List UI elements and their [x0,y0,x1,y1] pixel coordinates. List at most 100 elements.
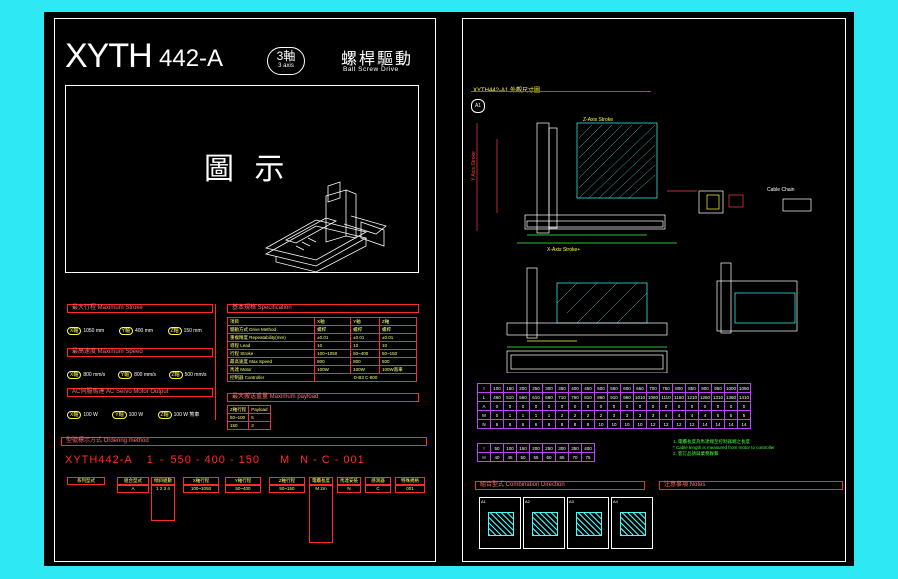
dim-cell: 6 [503,419,517,429]
order-dash: - [229,454,235,466]
drawing-canvas: XYTH 442-A 3軸 3 axis 螺桿驅動 Ball Screw Dri… [44,12,854,566]
motor-header: AC伺服馬達 AC Servo Motor Output [67,388,213,397]
order-x-stroke: 550 [170,454,192,466]
spec-cell: 馬達 Motor [226,365,316,374]
dim-header-cell: 500 [594,383,608,393]
dim-header-cell: 550 [607,383,621,393]
order-tilt: 1 [146,454,154,466]
dim-cell: 1110 [659,392,673,402]
max-stroke-header: 最大行程 Maximum Stroke [67,304,213,313]
speed-z-value: 500 mm/s [184,372,207,378]
order-z-stroke: 150 [238,454,260,466]
dim-header-cell: 750 [659,383,673,393]
order-special: 001 [343,454,365,466]
drive-subtitle: Ball Screw Drive [343,66,399,73]
dimension-drawing: Z-Axis Stroke X-Axis Stroke+ Cable Chain… [471,117,812,373]
notice-header: 注意事項 Notes [659,481,843,490]
dim-cell: 5 [737,410,751,420]
dim-cell: 0 [516,401,530,411]
dim-header-cell: 650 [633,383,647,393]
combination-header: 組合型式 Combination Direction [475,481,645,490]
axes-badge-sub: 3 axis [278,63,294,69]
spec-cell: 800 [314,357,352,366]
dim-cell: 0 [659,401,673,411]
spec-col-x: X軸 [314,317,352,326]
spec-cell: 50~150 [379,349,417,358]
combination-view-label: A1 [481,499,486,504]
speed-y-axis: Y軸 [117,371,133,379]
dim-cell: 14 [698,419,712,429]
drive-title: 螺桿驅動 [341,51,414,68]
dim-cell: 1160 [672,392,686,402]
table-row: X 100 150 200 250 300 350 400 450 500 55… [477,383,751,393]
title-underline [471,91,651,92]
dim-cell: 0 [542,401,556,411]
notes: 1. 電纜長度為馬達端至控制器端之長度 * Cable length is me… [673,439,775,457]
order-dash: - [195,454,201,466]
spec-cell: 螺桿 [350,325,381,334]
dim-cell: 1 [529,410,543,420]
order-sub-x: 100~1050 [183,485,219,493]
stroke-x-value: 1050 mm [83,328,105,334]
spec-cell: 500 [379,357,417,366]
speed-z-axis: Z軸 [168,371,183,379]
dim-cell: 1 [503,410,517,420]
dim-cell: 0 [685,401,699,411]
dim-header-cell: 450 [581,383,595,393]
spec-cell: 100~1050 [314,349,352,358]
order-sub-cable: M 2m [309,485,333,543]
dim-cell: 610 [529,392,543,402]
dim-cell: 1210 [685,392,699,402]
dim-cell: 710 [555,392,569,402]
dim-cell: 12 [685,419,699,429]
y-cell: 40 [490,452,504,462]
order-sub-y: 50~400 [225,485,261,493]
order-label-x: X軸行程 [183,477,219,485]
dim-cell: 0 [490,410,504,420]
dim-cell: 1260 [698,392,712,402]
dimension-table: X 100 150 200 250 300 350 400 450 500 55… [477,383,751,429]
dim-cell: 0 [646,401,660,411]
annotation-cable-chain: Cable Chain [767,187,795,193]
order-label-cable: 電纜長度 [309,477,333,485]
spec-col-y: Y軸 [350,317,381,326]
payload-header: 最大搬送重量 Maximum payload [227,393,419,402]
order-sensor: C [321,454,331,466]
dim-cell: 3 [607,410,621,420]
y-header-cell: 400 [581,443,595,453]
y-header-cell: 50 [490,443,504,453]
dim-cell: 5 [711,410,725,420]
order-label-type: 組合型式 [117,477,149,485]
stroke-y-value: 400 mm [134,328,154,334]
speed-x-axis: X軸 [67,371,82,379]
spec-cell: ±0.01 [350,333,381,342]
order-sub-motor: N [337,485,361,493]
spec-cell: 螺桿 [314,325,352,334]
payload-cell: 50~100 [226,413,250,422]
order-label-tilt: 傾斜組數 [151,477,175,485]
dim-cell: 760 [568,392,582,402]
dim-cell: M [477,410,491,420]
stroke-z-axis: Z軸 [167,327,182,335]
dim-cell: L [477,392,491,402]
combination-view-a3: A3 [567,497,609,549]
dim-cell: 8 [568,419,582,429]
order-type: A [124,454,133,466]
order-label-series: 系列型式 [67,477,105,485]
dim-header-cell: 350 [555,383,569,393]
combination-view-a1: A1 [479,497,521,549]
dim-cell: 1 [542,410,556,420]
max-speed-header: 最高速度 Maximum Speed [67,348,213,357]
order-sub-z: 50~150 [269,485,305,493]
speed-x-value: 800 mm/s [83,372,106,378]
left-sheet: XYTH 442-A 3軸 3 axis 螺桿驅動 Ball Screw Dri… [54,18,436,562]
